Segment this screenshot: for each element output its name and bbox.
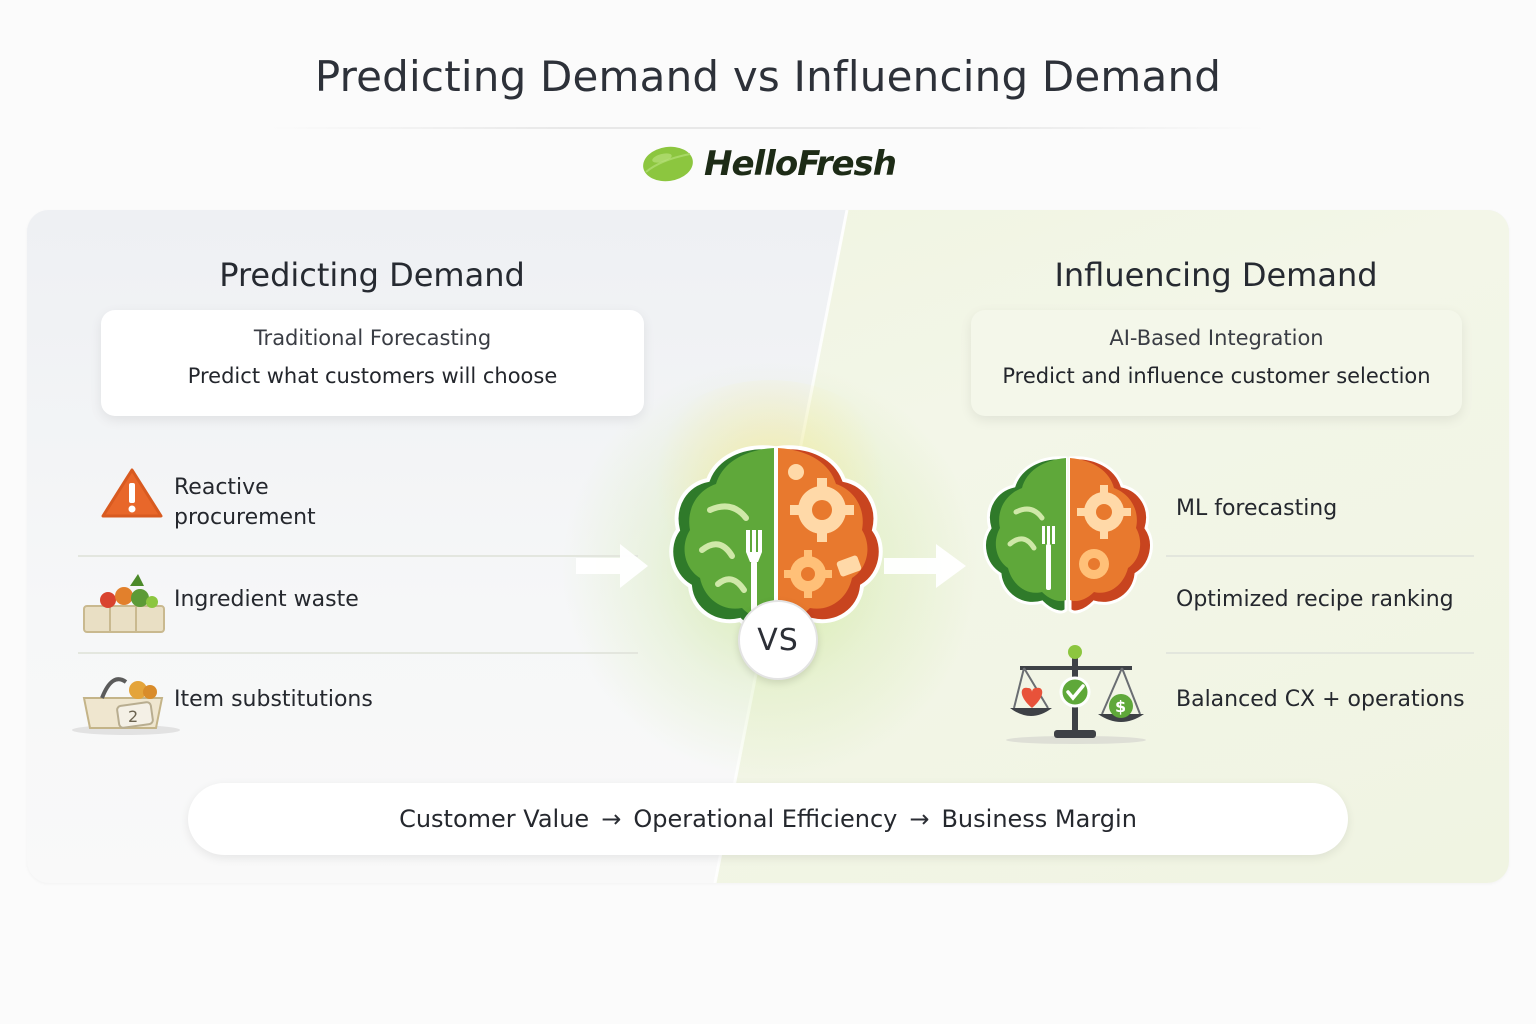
svg-text:2: 2 bbox=[128, 707, 138, 726]
value-step-operational-efficiency: Operational Efficiency bbox=[633, 805, 898, 833]
right-item-ml-forecasting: ML forecasting bbox=[1176, 494, 1337, 524]
right-item-label: Balanced CX + operations bbox=[1176, 687, 1465, 712]
left-card: Traditional Forecasting Predict what cus… bbox=[101, 310, 644, 416]
right-card: AI-Based Integration Predict and influen… bbox=[971, 310, 1462, 416]
right-item-optimized-recipe-ranking: Optimized recipe ranking bbox=[1176, 585, 1454, 615]
basket-swap-icon: 2 bbox=[72, 677, 180, 735]
arrow-right-icon: → bbox=[601, 805, 622, 833]
left-card-subtitle: Traditional Forecasting bbox=[253, 326, 492, 350]
brain-icon bbox=[983, 456, 1153, 614]
left-item-item-substitutions: Item substitutions bbox=[174, 685, 373, 715]
left-item-ingredient-waste: Ingredient waste bbox=[174, 585, 359, 615]
left-item-label-line2: procurement bbox=[174, 505, 316, 530]
warning-icon bbox=[101, 468, 163, 518]
lime-leaf-icon bbox=[643, 146, 693, 182]
vs-badge: VS bbox=[738, 600, 818, 680]
right-row-divider bbox=[1166, 652, 1474, 654]
arrow-right-icon: → bbox=[909, 805, 930, 833]
left-item-label-line1: Reactive bbox=[174, 475, 269, 500]
left-card-text: Predict what customers will choose bbox=[187, 364, 558, 388]
svg-text:$: $ bbox=[1115, 697, 1126, 716]
right-row-divider bbox=[1166, 555, 1474, 557]
right-item-label: Optimized recipe ranking bbox=[1176, 587, 1454, 612]
left-item-reactive-procurement: Reactive procurement bbox=[174, 473, 316, 533]
right-item-balanced-cx-operations: Balanced CX + operations bbox=[1176, 685, 1465, 715]
arrow-right-icon bbox=[576, 544, 648, 588]
left-item-label: Item substitutions bbox=[174, 687, 373, 712]
value-step-business-margin: Business Margin bbox=[941, 805, 1137, 833]
arrow-right-icon bbox=[884, 544, 966, 588]
brain-fork-gear-icon bbox=[669, 445, 883, 634]
value-step-customer-value: Customer Value bbox=[399, 805, 590, 833]
left-row-divider bbox=[78, 652, 638, 654]
right-card-subtitle: AI-Based Integration bbox=[1109, 326, 1324, 350]
brand-logo: HelloFresh bbox=[0, 140, 1536, 188]
brand-name: HelloFresh bbox=[704, 144, 897, 184]
left-heading: Predicting Demand bbox=[219, 256, 525, 294]
right-item-label: ML forecasting bbox=[1176, 496, 1338, 521]
page-title: Predicting Demand vs Influencing Demand bbox=[314, 52, 1222, 101]
right-heading: Influencing Demand bbox=[1054, 256, 1378, 294]
left-row-divider bbox=[78, 555, 638, 557]
produce-crate-icon bbox=[83, 574, 165, 633]
value-chain-pill: Customer Value → Operational Efficiency … bbox=[188, 783, 1348, 855]
right-card-text: Predict and influence customer selection bbox=[1002, 364, 1431, 388]
title-divider bbox=[270, 127, 1266, 129]
left-item-label: Ingredient waste bbox=[174, 587, 359, 612]
balance-scale-icon: $ bbox=[1006, 645, 1146, 744]
